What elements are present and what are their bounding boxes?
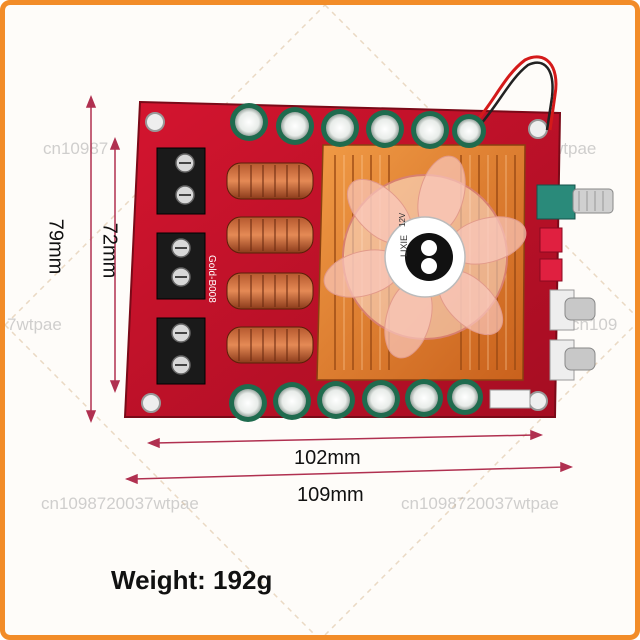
amplifier-board: LIXIE 12V	[85, 55, 614, 485]
cooling-fan: LIXIE 12V	[323, 155, 527, 359]
capacitors-bottom	[229, 379, 483, 422]
fan-wire-red	[473, 55, 558, 131]
dimension-height-outer: 79mm	[44, 218, 67, 275]
weight-label: Weight: 192g	[111, 565, 273, 595]
dimension-width-inner: 102mm	[294, 447, 361, 469]
fan-voltage-label: 12V	[398, 212, 407, 227]
watermark-text-bottom-right: cn1098720037wtpae	[401, 494, 559, 513]
watermark-text-top-left: cn10987	[43, 139, 109, 158]
dimension-lines	[85, 94, 574, 485]
watermark-grid	[5, 5, 635, 635]
red-component	[539, 258, 563, 282]
screw-terminals	[156, 147, 206, 385]
red-component	[539, 227, 563, 253]
inductor-coils	[226, 162, 314, 364]
dimension-height-inner: 72mm	[98, 222, 121, 279]
fan-brand-label: LIXIE	[399, 235, 409, 257]
board-silkscreen-label: Gold-B008	[206, 255, 217, 303]
watermark-text-bottom-left: cn1098720037wtpae	[41, 494, 199, 513]
capacitors-top	[230, 103, 486, 149]
volume-knob	[536, 184, 614, 220]
input-jacks	[549, 289, 596, 381]
power-connector	[489, 389, 531, 409]
dimension-width-outer: 109mm	[297, 484, 364, 506]
watermark-text-left: 7wtpae	[7, 315, 62, 334]
fan-wire-black	[479, 61, 554, 131]
watermark-text-top-right: wtpae	[551, 139, 597, 158]
